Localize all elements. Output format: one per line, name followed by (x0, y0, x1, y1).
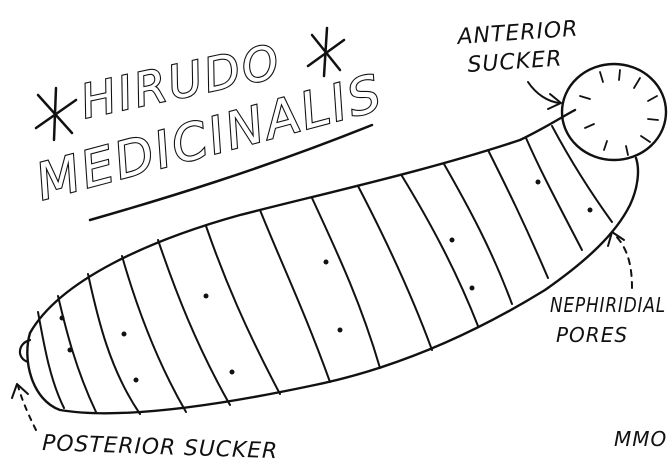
segment-line (358, 186, 432, 350)
segment-line (206, 226, 280, 394)
label-nephridial-line-2: PORES (556, 323, 628, 347)
label-posterior: POSTERIOR SUCKER (42, 431, 279, 464)
arrowhead-posterior (12, 384, 28, 398)
segment-line (526, 138, 582, 250)
pore-dot (338, 328, 343, 333)
label-nephridial-line-1: NEPHIRIDIAL (550, 293, 666, 317)
segment-line (38, 312, 64, 408)
nephridial-pores (60, 180, 593, 383)
pore-dot (68, 348, 73, 353)
segment-line (88, 274, 140, 414)
segment-line (488, 150, 548, 278)
pore-dot (60, 316, 65, 321)
star-icon-right (308, 28, 344, 76)
arrowhead-nephridial (608, 232, 624, 246)
pore-dot (470, 286, 475, 291)
pore-dot (450, 238, 455, 243)
pore-dot (134, 378, 139, 383)
pore-dot (588, 208, 593, 213)
signature: MMO (614, 427, 667, 451)
arrow-nephridial (614, 234, 632, 288)
segment-line (312, 198, 380, 368)
label-anterior-line-2: SUCKER (467, 46, 564, 78)
segment-line (122, 256, 186, 412)
pore-dot (204, 294, 209, 299)
arrow-anterior (528, 82, 560, 103)
pore-dot (324, 260, 329, 265)
star-icon-left (36, 88, 76, 140)
pore-dot (230, 370, 235, 375)
segment-line (260, 210, 330, 382)
segment-line (444, 164, 512, 304)
anterior-sucker (562, 64, 666, 160)
pore-dot (536, 180, 541, 185)
label-anterior-line-1: ANTERIOR (455, 17, 580, 51)
segment-line (58, 296, 96, 412)
pore-dot (122, 332, 127, 337)
